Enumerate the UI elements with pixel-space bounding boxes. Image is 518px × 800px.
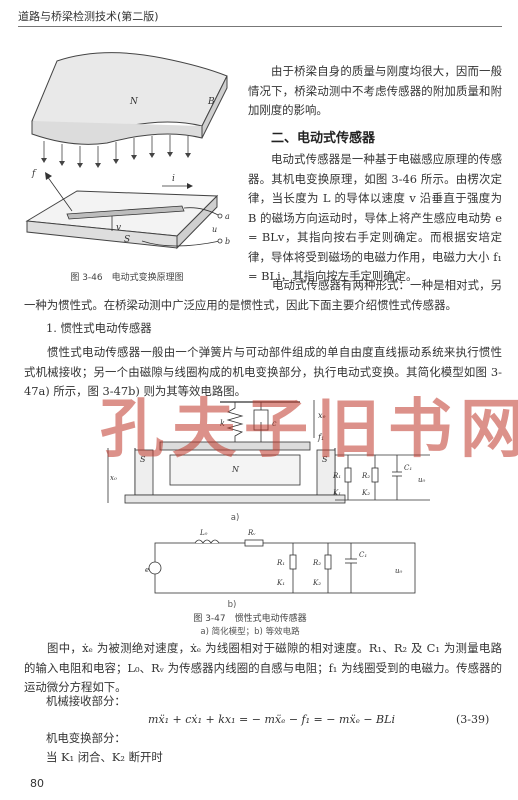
fig347-label-x0: x₀ xyxy=(110,474,117,482)
figure-3-47-subfig-a: a) xyxy=(230,513,240,523)
fig347b-label-r2: R₂ xyxy=(312,559,321,567)
section-heading: 二、电动式传感器 xyxy=(271,131,376,146)
paragraph-symbols: 图中，ẋₑ 为被测绝对速度，ẋₑ 为线圈相对于磁隙的相对速度。R₁、R₂ 及 C… xyxy=(24,641,502,694)
fig346-label-n: N xyxy=(129,97,139,107)
paragraph-forms: 电动式传感器有两种形式：一种是相对式，另一种为惯性式。在桥梁动测中广泛应用的是惯… xyxy=(24,278,502,312)
fig346-label-u: u xyxy=(212,225,217,234)
fig347-label-k: k xyxy=(220,419,225,428)
fig347-label-c1: C₁ xyxy=(404,464,412,472)
equation-number: (3-39) xyxy=(456,713,490,726)
label-condition: 当 K₁ 闭合、K₂ 断开时 xyxy=(46,750,163,764)
fig347b-label-e: e xyxy=(145,566,149,574)
page-number: 80 xyxy=(30,777,44,790)
fig347-label-xe: xₑ xyxy=(318,411,326,420)
fig347-label-f1: f₁ xyxy=(317,433,324,442)
fig347-label-s-right: S xyxy=(322,455,328,464)
fig347b-label-k2: K₂ xyxy=(312,579,321,587)
header-rule xyxy=(18,26,502,27)
equation-3-39: mẍ₁ + cẋ₁ + kx₁ = − mẍₑ − f₁ = − mẍₑ − B… xyxy=(148,713,395,726)
figure-3-47b-diagram: e L₀ Rᵥ R₁ K₁ R₂ K₂ C₁ u₀ xyxy=(145,529,416,594)
intro-paragraph: 由于桥梁自身的质量与刚度均很大，因而一般情况下，桥梁动测中不考虑传感器的附加质量… xyxy=(248,64,502,117)
paragraph-inertial: 惯性式电动传感器一般由一个弹簧片与可动部件组成的单自由度直线振动系统来执行惯性式… xyxy=(24,345,502,398)
fig347-label-c: c xyxy=(272,419,277,428)
figure-3-46-caption: 图 3-46 电动式变换原理图 xyxy=(70,273,184,283)
fig346-label-a: a xyxy=(225,212,230,221)
fig347b-label-k1: K₁ xyxy=(276,579,285,587)
fig346-label-v: v xyxy=(116,223,121,233)
running-header: 道路与桥梁检测技术(第二版) xyxy=(18,10,159,23)
fig347b-label-rv: Rᵥ xyxy=(247,529,256,537)
paragraph-principle: 电动式传感器是一种基于电磁感应原理的传感器。其机电变换原理，如图 3-46 所示… xyxy=(248,152,502,283)
fig347b-label-r1: R₁ xyxy=(276,559,285,567)
fig346-label-s: S xyxy=(124,235,130,245)
watermark: 孔夫子旧书网 xyxy=(100,392,518,467)
fig347b-label-lv: L₀ xyxy=(199,529,208,537)
fig347b-label-c1: C₁ xyxy=(359,551,367,559)
fig347-label-k2: K₂ xyxy=(361,489,370,497)
fig347-label-r2: R₂ xyxy=(361,472,370,480)
fig347b-label-u0: u₀ xyxy=(395,567,403,575)
fig346-label-b-terminal: b xyxy=(225,237,230,246)
figure-3-47-caption: 图 3-47 惯性式电动传感器 xyxy=(193,614,307,624)
figure-3-47a-diagram: k c xₑ f₁ m S N S x₀ R₁ K₁ R₂ K₂ C₁ u₀ xyxy=(107,400,430,504)
figure-3-47-subcaption: a) 简化模型；b) 等效电路 xyxy=(200,627,300,637)
fig346-label-f: f xyxy=(31,169,37,179)
figure-3-47-subfig-b: b) xyxy=(227,600,237,610)
fig347-label-n: N xyxy=(231,465,240,474)
label-mechanical: 机械接收部分： xyxy=(46,694,126,708)
fig346-label-b: B xyxy=(207,97,215,107)
figure-3-46-diagram: N B f i v S a b u xyxy=(25,52,230,250)
fig347-label-r1: R₁ xyxy=(332,472,341,480)
subsection-heading: 1. 惯性式电动传感器 xyxy=(46,321,152,335)
fig347-label-k1: K₁ xyxy=(332,489,341,497)
fig347-label-s-left: S xyxy=(140,455,146,464)
fig347-label-u0: u₀ xyxy=(418,476,426,484)
label-electrical: 机电变换部分： xyxy=(46,731,126,745)
fig346-label-i: i xyxy=(172,174,175,184)
